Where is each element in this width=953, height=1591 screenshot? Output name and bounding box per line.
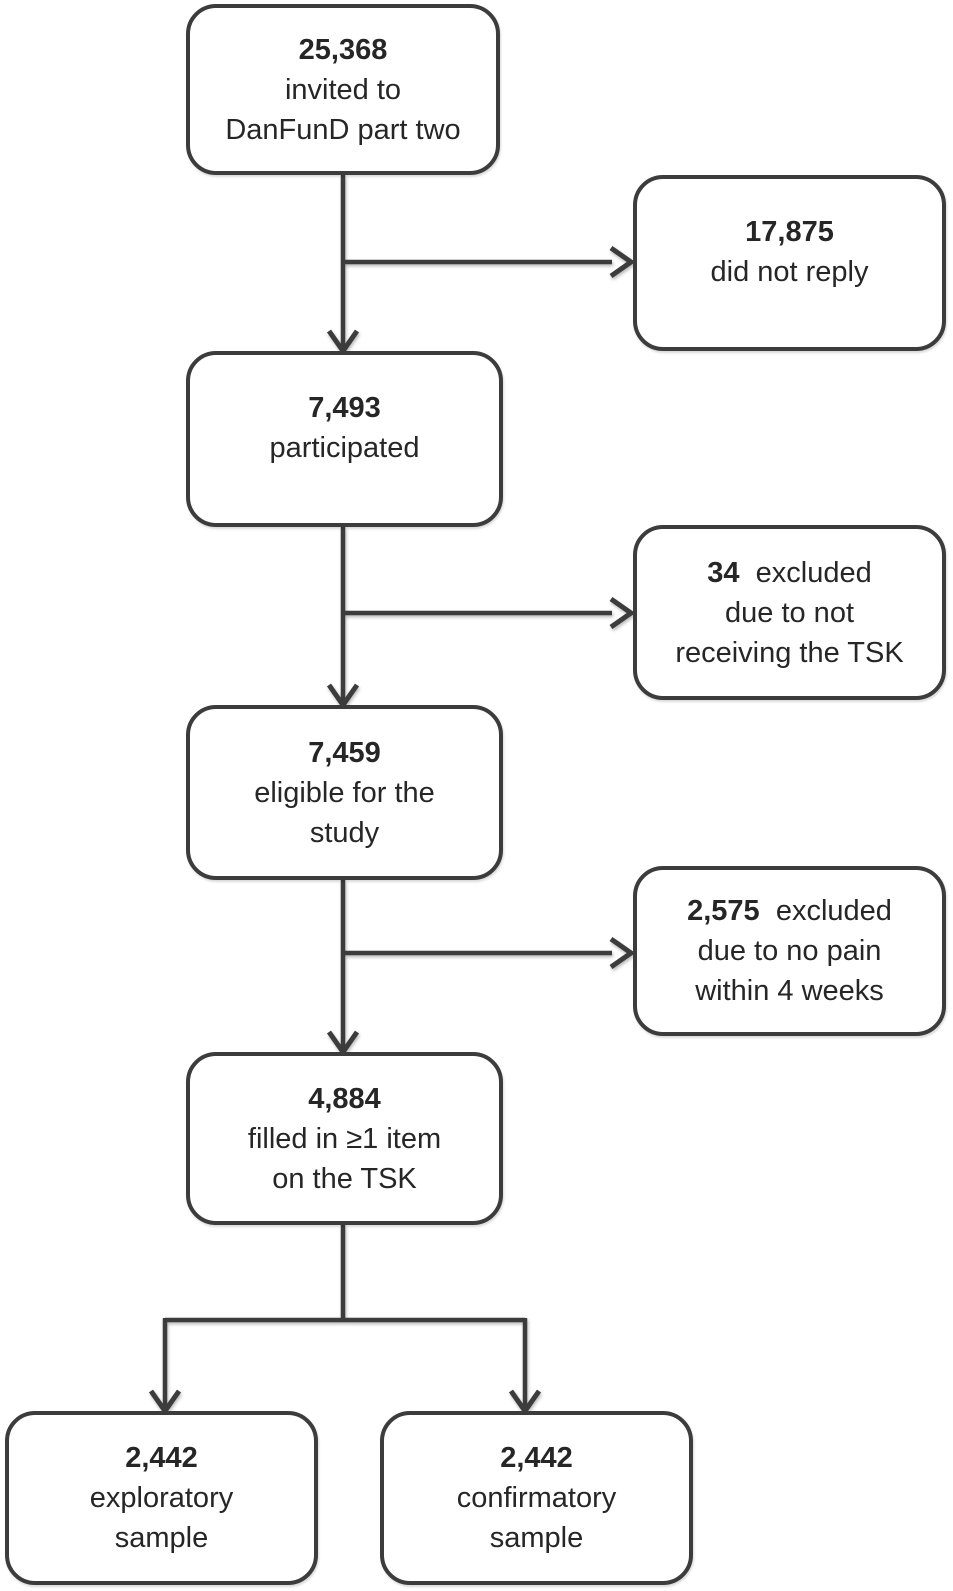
node-filled-tsk-label: filled in ≥1 item — [247, 1122, 442, 1155]
node-excluded-pain: 2,575 excluded due to no pain within 4 w… — [633, 866, 946, 1036]
node-confirmatory-count: 2,442 — [500, 1442, 573, 1474]
node-filled-tsk: 4,884 filled in ≥1 item on the TSK — [186, 1052, 503, 1225]
node-participated-count: 7,493 — [308, 392, 381, 424]
node-eligible-count: 7,459 — [308, 736, 381, 769]
node-did-not-reply-count: 17,875 — [745, 216, 834, 248]
node-excluded-tsk-label: excluded — [755, 556, 872, 589]
node-exploratory-label: exploratory — [89, 1482, 234, 1514]
node-invited: 25,368 invited to DanFunD part two — [186, 4, 500, 175]
node-did-not-reply-label: did not reply — [710, 256, 869, 288]
node-exploratory-sample: 2,442 exploratory sample — [5, 1411, 318, 1585]
node-participated-label: participated — [269, 432, 420, 464]
node-excluded-pain-label: excluded — [775, 895, 892, 927]
node-participated: 7,493 participated — [186, 351, 503, 527]
node-eligible-label2: study — [309, 816, 380, 849]
node-confirmatory-label: confirmatory — [456, 1482, 617, 1514]
node-eligible-label: eligible for the — [254, 776, 435, 809]
node-excluded-pain-label3: within 4 weeks — [695, 975, 884, 1007]
node-invited-label2: DanFunD part two — [225, 113, 461, 146]
node-filled-tsk-count: 4,884 — [308, 1082, 381, 1115]
node-filled-tsk-label2: on the TSK — [272, 1162, 417, 1195]
node-excluded-tsk-label2: due to not — [725, 596, 854, 629]
node-confirmatory-sample: 2,442 confirmatory sample — [380, 1411, 693, 1585]
node-excluded-tsk-label3: receiving the TSK — [675, 636, 904, 669]
arrowhead-right-did-not-reply — [609, 245, 636, 279]
node-did-not-reply: 17,875 did not reply — [633, 175, 946, 351]
node-excluded-pain-count: 2,575 — [687, 895, 760, 927]
node-excluded-tsk-count: 34 — [707, 556, 740, 589]
node-invited-count: 25,368 — [298, 33, 388, 66]
node-confirmatory-label2: sample — [489, 1522, 584, 1554]
node-excluded-pain-label2: due to no pain — [697, 935, 882, 967]
node-excluded-tsk: 34 excluded due to not receiving the TSK — [633, 525, 946, 700]
node-exploratory-label2: sample — [114, 1522, 209, 1554]
node-eligible: 7,459 eligible for the study — [186, 705, 503, 880]
node-exploratory-count: 2,442 — [125, 1442, 198, 1474]
arrowhead-right-excluded-tsk — [609, 596, 636, 630]
arrowhead-right-excluded-pain — [609, 936, 636, 970]
node-invited-label: invited to — [284, 73, 402, 106]
